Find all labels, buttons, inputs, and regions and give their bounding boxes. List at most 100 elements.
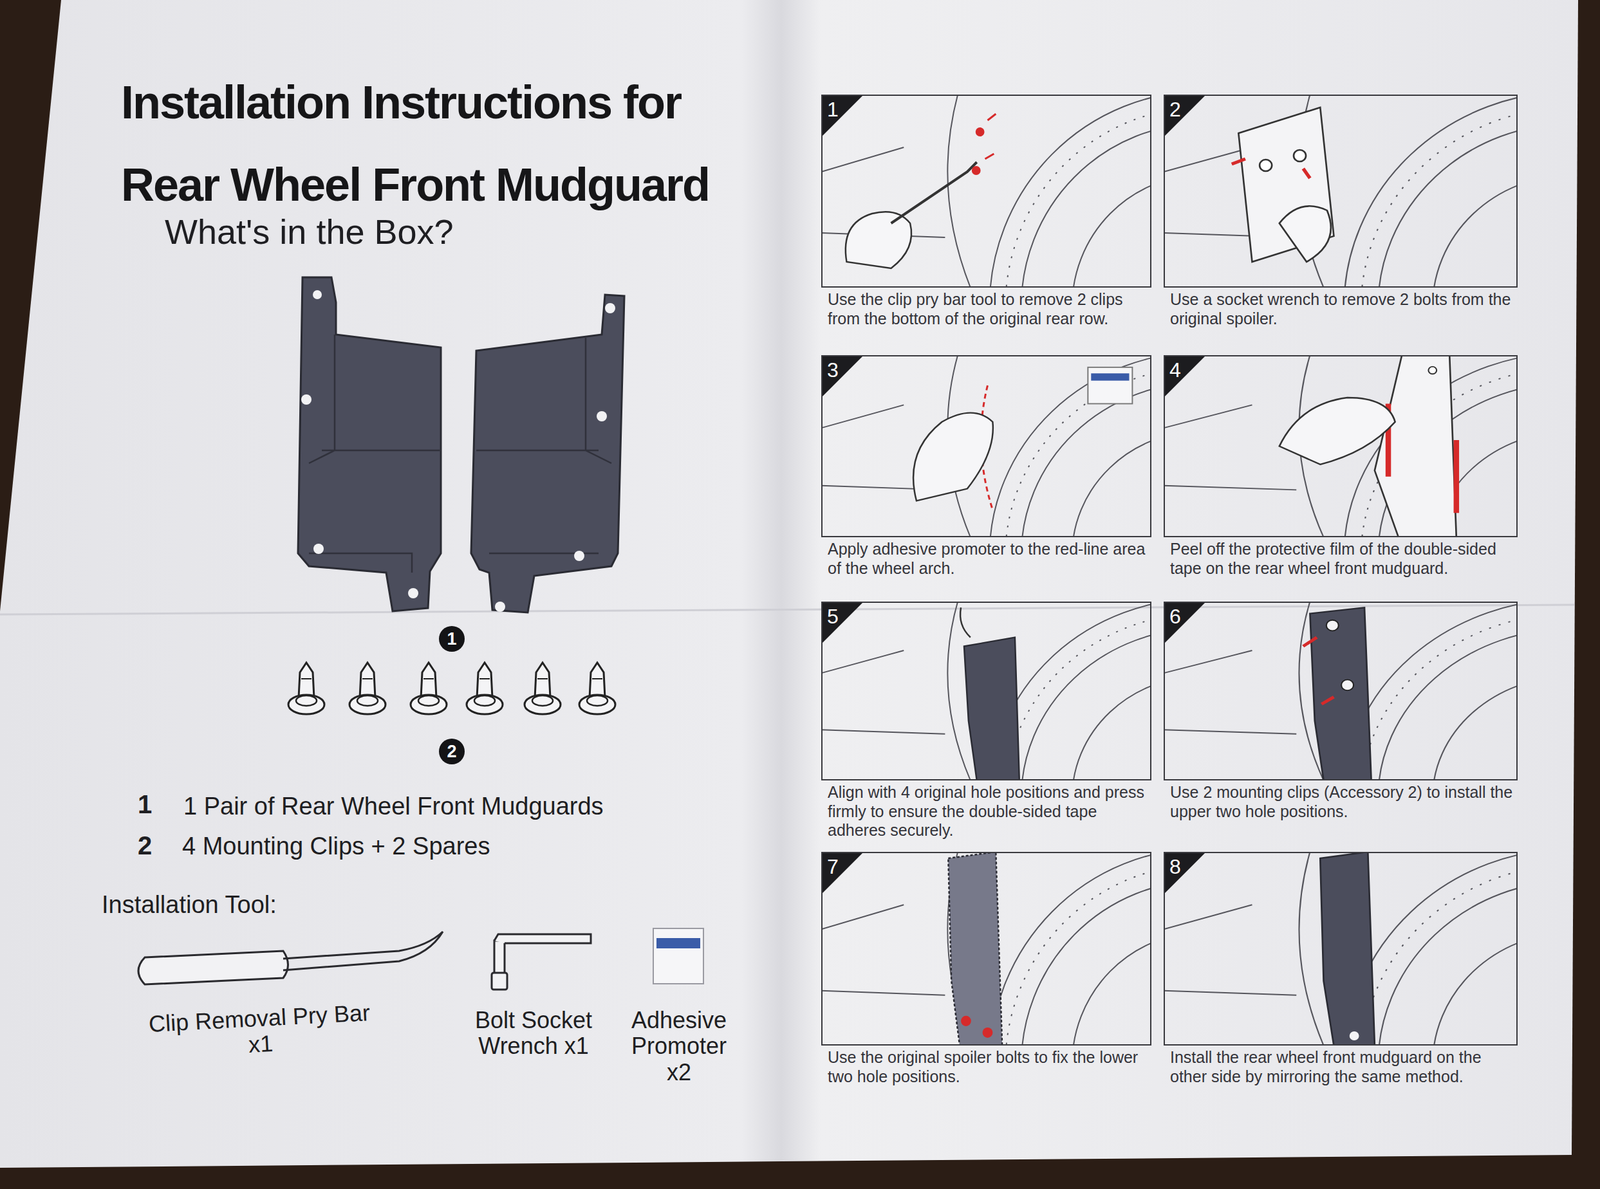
socket-wrench [491,934,591,990]
artwork-shape [948,852,1003,1046]
list-number: 1 [137,790,170,820]
callout-circle: 2 [438,738,465,765]
step-caption: Use the original spoiler bolts to fix th… [827,1048,1148,1087]
mounting-clips [288,662,616,715]
artwork-shape [494,940,505,976]
artwork-shape [1279,205,1331,262]
artwork-shape [604,303,616,314]
step-number: 3 [827,358,839,383]
step-caption: Apply adhesive promoter to the red-line … [827,539,1148,578]
step-panel: 5Align with 4 original hole positions an… [821,601,1152,781]
list-item: 4 Mounting Clips + 2 Spares [182,832,762,861]
callout-number: 2 [446,742,457,763]
artwork-shape [574,550,585,562]
callout-circle: 1 [438,626,465,652]
artwork-shape [1309,607,1371,781]
artwork-shape [656,938,701,949]
step-number: 8 [1169,855,1182,880]
section-heading: Installation Tool: [101,891,488,920]
callout-number: 1 [446,629,457,650]
section-heading: What's in the Box? [164,212,616,252]
artwork-shape [964,637,1020,781]
artwork-shape [1163,352,1600,759]
artwork-shape [349,662,386,715]
artwork-shape [1090,373,1129,381]
step-number: 6 [1169,604,1182,629]
artwork-shape [494,601,506,613]
artwork-shape [1303,637,1335,705]
artwork-shape [476,337,612,554]
tool-label: Clip Removal Pry Bar x1 [136,999,384,1064]
artwork-shape [524,662,561,715]
artwork-shape [312,290,322,300]
tool-label: Adhesive Promoter x2 [621,1007,737,1086]
artwork-shape [313,543,324,555]
artwork-shape [494,934,591,944]
artwork-shape [283,931,443,971]
step-4-art [1163,352,1600,759]
step-caption: Use a socket wrench to remove 2 bolts fr… [1170,290,1514,329]
artwork-shape [297,277,441,612]
artwork-shape [1163,848,1600,1189]
step-caption: Align with 4 original hole positions and… [827,783,1148,841]
artwork-shape [1231,158,1311,179]
artwork-shape [982,1027,994,1039]
step-caption: Use 2 mounting clips (Accessory 2) to in… [1170,783,1514,822]
artwork-shape [471,294,625,613]
step-6-art [1163,598,1600,999]
artwork-shape [960,1016,972,1027]
artwork-shape [653,928,704,985]
artwork-shape [1238,107,1334,262]
artwork-shape [410,662,447,715]
artwork-shape [960,607,971,638]
artwork-shape [1279,397,1396,465]
step-panel: 1Use the clip pry bar tool to remove 2 c… [821,94,1152,288]
page-title: Installation Instructions for Rear Wheel… [120,61,739,226]
step-caption: Use the clip pry bar tool to remove 2 cl… [827,290,1148,329]
artwork-shape [1428,366,1437,374]
step-panel: 6Use 2 mounting clips (Accessory 2) to i… [1163,601,1518,781]
artwork-shape [1349,1031,1360,1041]
artwork-shape [308,334,441,573]
artwork-shape [1326,620,1339,632]
paper-sheet [0,0,1579,1169]
tool-label: Bolt Socket Wrench x1 [464,1007,603,1061]
artwork-shape [138,951,289,985]
step-number: 2 [1169,97,1182,122]
step-panel: 2Use a socket wrench to remove 2 bolts f… [1163,94,1518,288]
step-number: 1 [827,97,839,122]
step-panel: 4Peel off the protective film of the dou… [1163,355,1518,538]
artwork-shape [1374,355,1457,538]
artwork-shape [985,113,997,159]
list-item: 1 Pair of Rear Wheel Front Mudguards [183,792,763,821]
artwork-shape [913,413,994,502]
step-panel: 7Use the original spoiler bolts to fix t… [821,852,1152,1046]
artwork-shape [408,588,419,599]
step-number: 7 [827,855,839,880]
artwork-shape [466,662,503,715]
artwork-shape [845,211,912,269]
pry-bar [138,931,443,985]
step-panel: 3Apply adhesive promoter to the red-line… [821,355,1152,538]
step-caption: Peel off the protective film of the doub… [1170,539,1514,578]
step-panel: 8Install the rear wheel front mudguard o… [1163,852,1518,1046]
promoter-packet [653,928,704,985]
artwork-shape [1388,403,1457,513]
step-number: 4 [1169,358,1182,383]
artwork-shape [1320,852,1375,1046]
artwork-shape [1087,367,1133,405]
artwork-shape [301,394,312,405]
artwork-shape [891,162,977,224]
step-caption: Install the rear wheel front mudguard on… [1170,1048,1514,1087]
artwork-shape [288,662,325,715]
list-number: 2 [137,831,170,861]
artwork-shape [491,973,508,990]
artwork-shape [1259,159,1272,172]
artwork-shape [1163,598,1600,999]
mudguard-right [471,294,625,613]
artwork-shape [975,127,985,137]
artwork-shape [596,411,607,422]
artwork-shape [821,848,1415,1189]
artwork-shape [1293,149,1306,162]
